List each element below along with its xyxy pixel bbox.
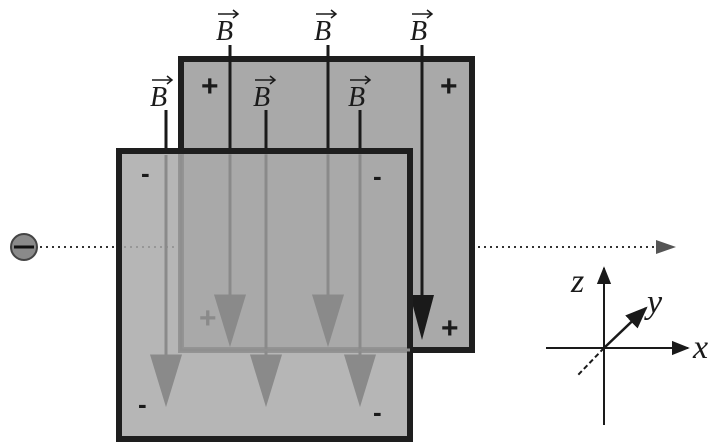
y-axis-label: y — [644, 284, 663, 321]
back-plate-sign-bottom-right: + — [441, 312, 459, 345]
back-plate-sign-top-left: + — [201, 70, 219, 103]
svg-text:B: B — [348, 82, 365, 113]
front-plate-sign-top-right: - — [373, 161, 382, 191]
svg-text:B: B — [314, 16, 331, 47]
electron-symbol — [10, 233, 38, 261]
z-axis-label: z — [570, 263, 584, 300]
b-label-5: B — [348, 75, 372, 113]
field-line-6 — [410, 45, 434, 340]
back-plate-hidden-edge — [179, 155, 410, 352]
b-label-6: B — [410, 9, 434, 47]
svg-text:B: B — [253, 82, 270, 113]
back-plate-sign-bottom-left: + — [199, 302, 217, 335]
svg-text:B: B — [216, 16, 233, 47]
x-axis-label: x — [692, 329, 708, 366]
y-axis-line — [603, 306, 648, 349]
coordinate-axes: z y x — [546, 263, 708, 425]
back-plate-sign-top-right: + — [440, 70, 458, 103]
front-plate-sign-bottom-right: - — [373, 397, 382, 427]
svg-text:B: B — [410, 16, 427, 47]
b-label-2: B — [216, 9, 240, 47]
front-plate-sign-top-left: - — [141, 158, 150, 188]
field-line-faded-group — [149, 155, 377, 408]
svg-text:B: B — [150, 82, 167, 113]
b-label-1: B — [150, 75, 174, 113]
y-axis-negative-dashed — [577, 347, 605, 376]
b-label-3: B — [253, 75, 277, 113]
electron-path-arrowhead — [656, 240, 676, 254]
front-plate-sign-bottom-left: - — [138, 389, 147, 419]
b-label-4: B — [314, 9, 338, 47]
